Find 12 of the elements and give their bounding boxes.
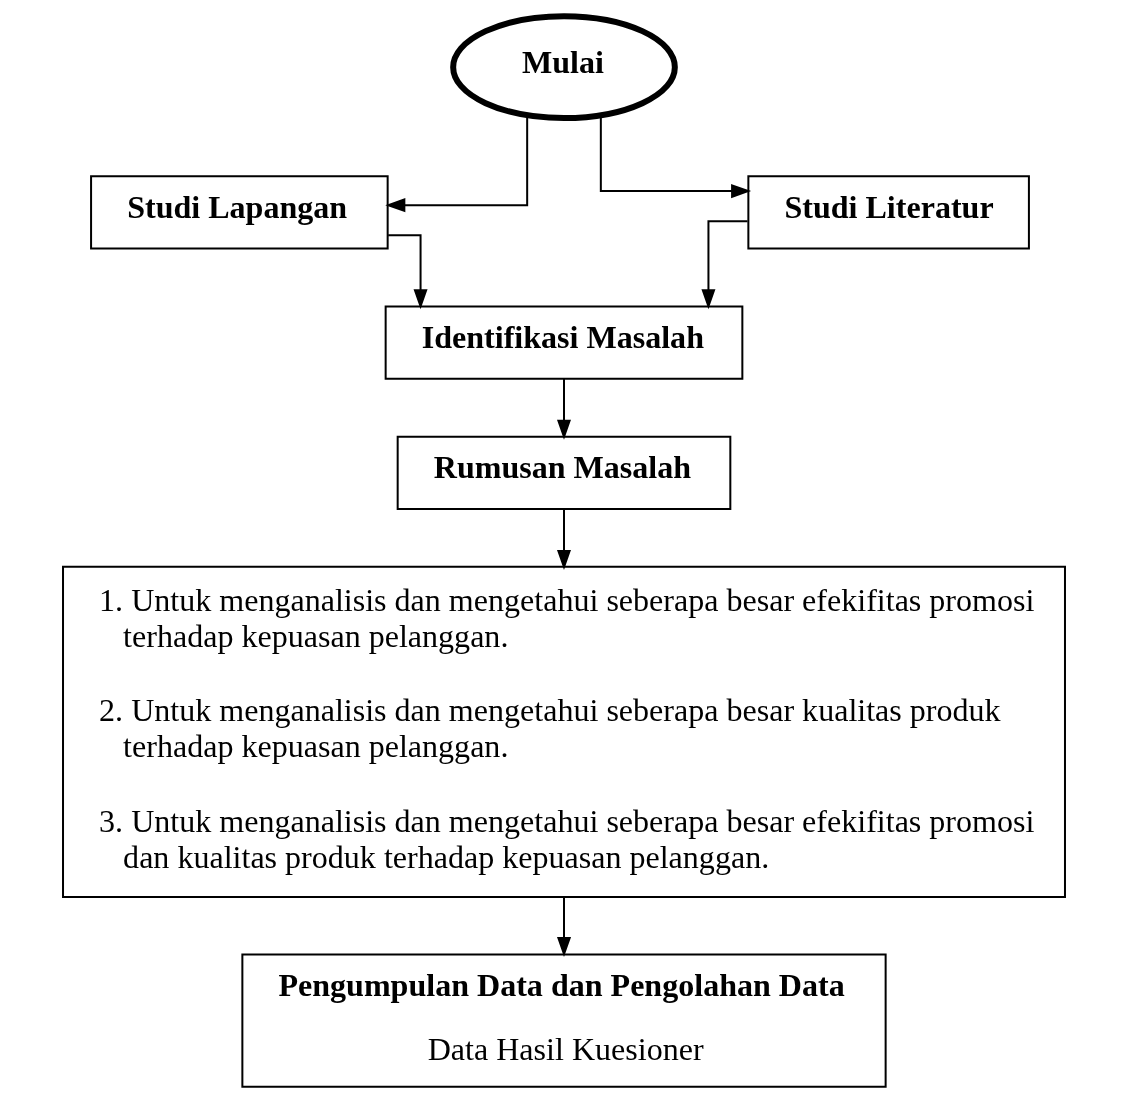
arrow xyxy=(557,508,571,570)
node-ellipse: Mulai xyxy=(450,13,678,122)
arrow xyxy=(557,895,571,958)
arrow xyxy=(387,234,428,310)
node-box: Identifikasi Masalah xyxy=(384,305,744,380)
node-box: Studi Literatur xyxy=(747,175,1030,250)
node-box: Studi Lapangan xyxy=(90,175,389,250)
node-box: Rumusan Masalah xyxy=(396,435,732,510)
arrow xyxy=(701,220,749,310)
node-box: Pengumpulan Data dan Pengolahan Data Data Hasil Kuesioner xyxy=(241,953,887,1088)
node-box: 1. Untuk menganalisis dan mengetahui seberapa besar efekifitas promosi terhadap kepuasan pelanggan. 2. Untuk menganalisis dan mengetahui seberapa besar kualitas produk terhadap kepuasan pelanggan. 3. Untuk menganalisis dan mengetahui seberapa besar efekifitas promosi dan kualitas produk terhadap kepuasan pelanggan. xyxy=(62,565,1066,898)
arrow xyxy=(557,377,571,440)
